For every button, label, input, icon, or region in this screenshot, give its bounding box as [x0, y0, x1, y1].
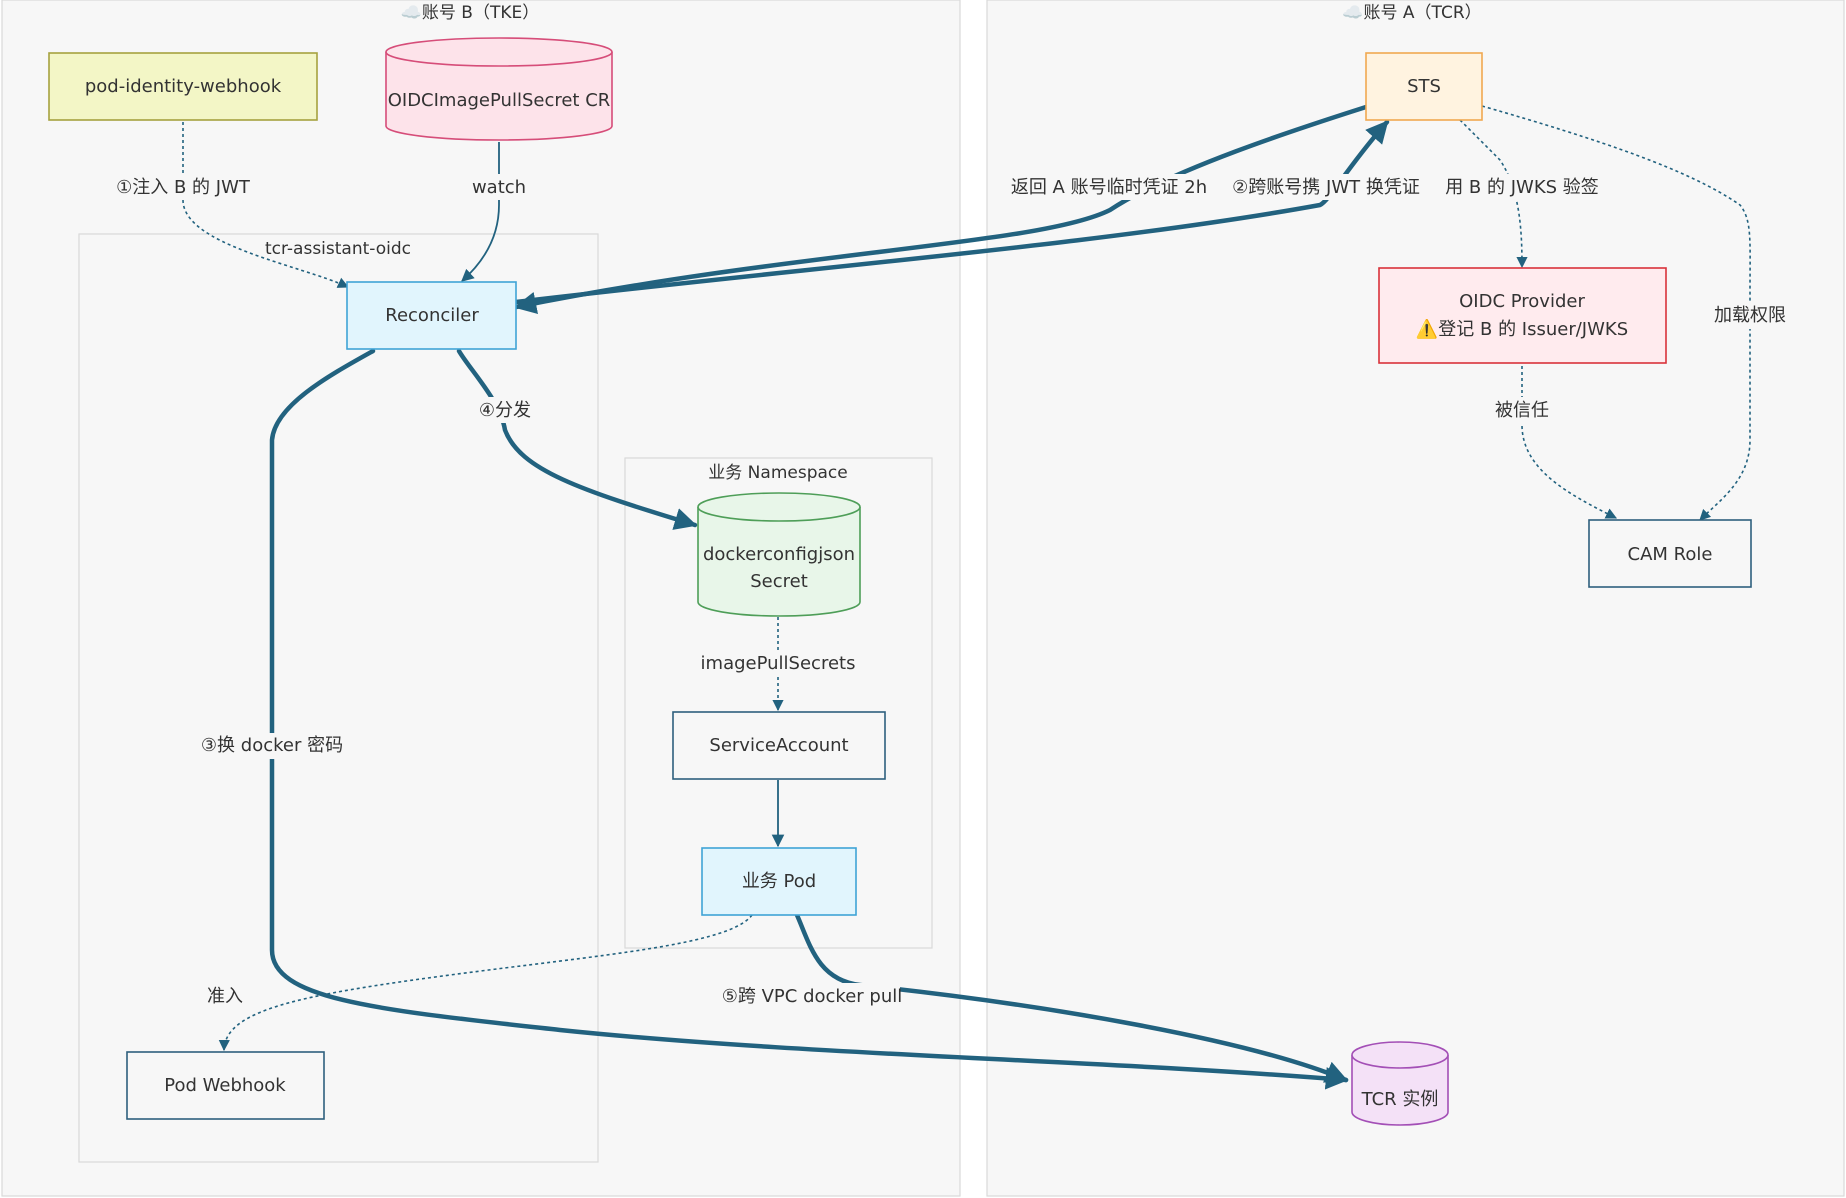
node-sts: STS: [1365, 52, 1483, 121]
node-tcr-instance-label: TCR 实例: [1361, 1089, 1439, 1110]
svg-text:watch: watch: [472, 177, 526, 198]
node-cam-role: CAM Role: [1588, 519, 1752, 588]
edge-label-trusted: 被信任: [1492, 397, 1552, 423]
node-oidc-provider-label-line2: ⚠️登记 B 的 Issuer/JWKS: [1416, 318, 1628, 340]
edge-label-image-pull-secrets: imagePullSecrets: [701, 650, 856, 676]
node-service-account: ServiceAccount: [672, 711, 886, 780]
svg-text:②跨账号携 JWT 换凭证: ②跨账号携 JWT 换凭证: [1232, 177, 1420, 198]
node-pod-webhook-label: Pod Webhook: [164, 1075, 286, 1096]
node-reconciler: Reconciler: [346, 281, 517, 350]
edge-label-exchange: ②跨账号携 JWT 换凭证: [1230, 174, 1422, 200]
svg-text:被信任: 被信任: [1495, 400, 1549, 421]
edge-docker-password: [269, 348, 1349, 1090]
node-secret-label-line1: dockerconfigjson: [703, 544, 855, 565]
node-oidc-provider-label-line1: OIDC Provider: [1459, 291, 1585, 312]
cluster-namespace-title: 业务 Namespace: [708, 463, 847, 483]
edge-label-inject-jwt: ①注入 B 的 JWT: [114, 174, 252, 200]
node-business-pod-label: 业务 Pod: [742, 871, 816, 892]
edge-load-permissions: [1481, 105, 1751, 521]
edge-label-docker-password: ③换 docker 密码: [200, 733, 344, 759]
node-pod-webhook: Pod Webhook: [126, 1051, 325, 1120]
node-dockerconfigjson-secret: dockerconfigjson Secret: [697, 492, 861, 617]
edge-label-dispatch: ④分发: [478, 397, 532, 423]
svg-text:用 B 的 JWKS 验签: 用 B 的 JWKS 验签: [1445, 177, 1599, 198]
node-pod-identity-webhook: pod-identity-webhook: [48, 52, 318, 121]
svg-text:imagePullSecrets: imagePullSecrets: [701, 653, 856, 674]
svg-text:加载权限: 加载权限: [1714, 305, 1786, 326]
edge-label-cross-vpc-pull: ⑤跨 VPC docker pull: [722, 983, 902, 1009]
edge-label-load-permissions: 加载权限: [1712, 303, 1788, 329]
edge-inject-jwt: [182, 122, 350, 288]
svg-text:③换 docker 密码: ③换 docker 密码: [201, 735, 343, 756]
edge-dispatch: [456, 348, 698, 530]
svg-text:准入: 准入: [207, 986, 243, 1007]
svg-text:①注入 B 的 JWT: ①注入 B 的 JWT: [116, 177, 251, 198]
svg-text:④分发: ④分发: [479, 400, 531, 421]
edge-label-watch: watch: [470, 174, 528, 200]
svg-text:⑤跨 VPC docker pull: ⑤跨 VPC docker pull: [722, 986, 902, 1007]
node-sts-label: STS: [1407, 76, 1441, 97]
edge-label-return-temp: 返回 A 账号临时凭证 2h: [1011, 174, 1207, 200]
node-oidc-cr-label: OIDCImagePullSecret CR: [388, 90, 611, 111]
edge-label-jwks-verify: 用 B 的 JWKS 验签: [1444, 174, 1600, 200]
node-pod-identity-webhook-label: pod-identity-webhook: [85, 76, 282, 97]
edge-admit: [218, 914, 753, 1052]
svg-text:返回 A 账号临时凭证 2h: 返回 A 账号临时凭证 2h: [1011, 177, 1207, 198]
edge-return-temp-credentials: [513, 104, 1369, 315]
cluster-account-a-title: ☁️账号 A（TCR）: [1342, 3, 1481, 23]
node-oidc-provider: OIDC Provider ⚠️登记 B 的 Issuer/JWKS: [1378, 267, 1667, 364]
node-cam-role-label: CAM Role: [1628, 544, 1713, 565]
edge-watch: [461, 142, 500, 282]
cluster-tcr-assistant-oidc: tcr-assistant-oidc: [78, 233, 599, 1163]
node-oidc-image-pull-secret-cr: OIDCImagePullSecret CR: [385, 37, 613, 141]
cluster-assistant-title: tcr-assistant-oidc: [265, 239, 411, 259]
node-business-pod: 业务 Pod: [701, 847, 857, 916]
edge-label-admit: 准入: [202, 983, 248, 1009]
cluster-account-b-title: ☁️账号 B（TKE）: [401, 3, 540, 23]
node-secret-label-line2: Secret: [750, 571, 808, 592]
node-reconciler-label: Reconciler: [385, 305, 479, 326]
edge-cross-vpc-pull: [794, 912, 1349, 1083]
node-tcr-instance: TCR 实例: [1351, 1041, 1449, 1126]
node-service-account-label: ServiceAccount: [709, 735, 848, 756]
